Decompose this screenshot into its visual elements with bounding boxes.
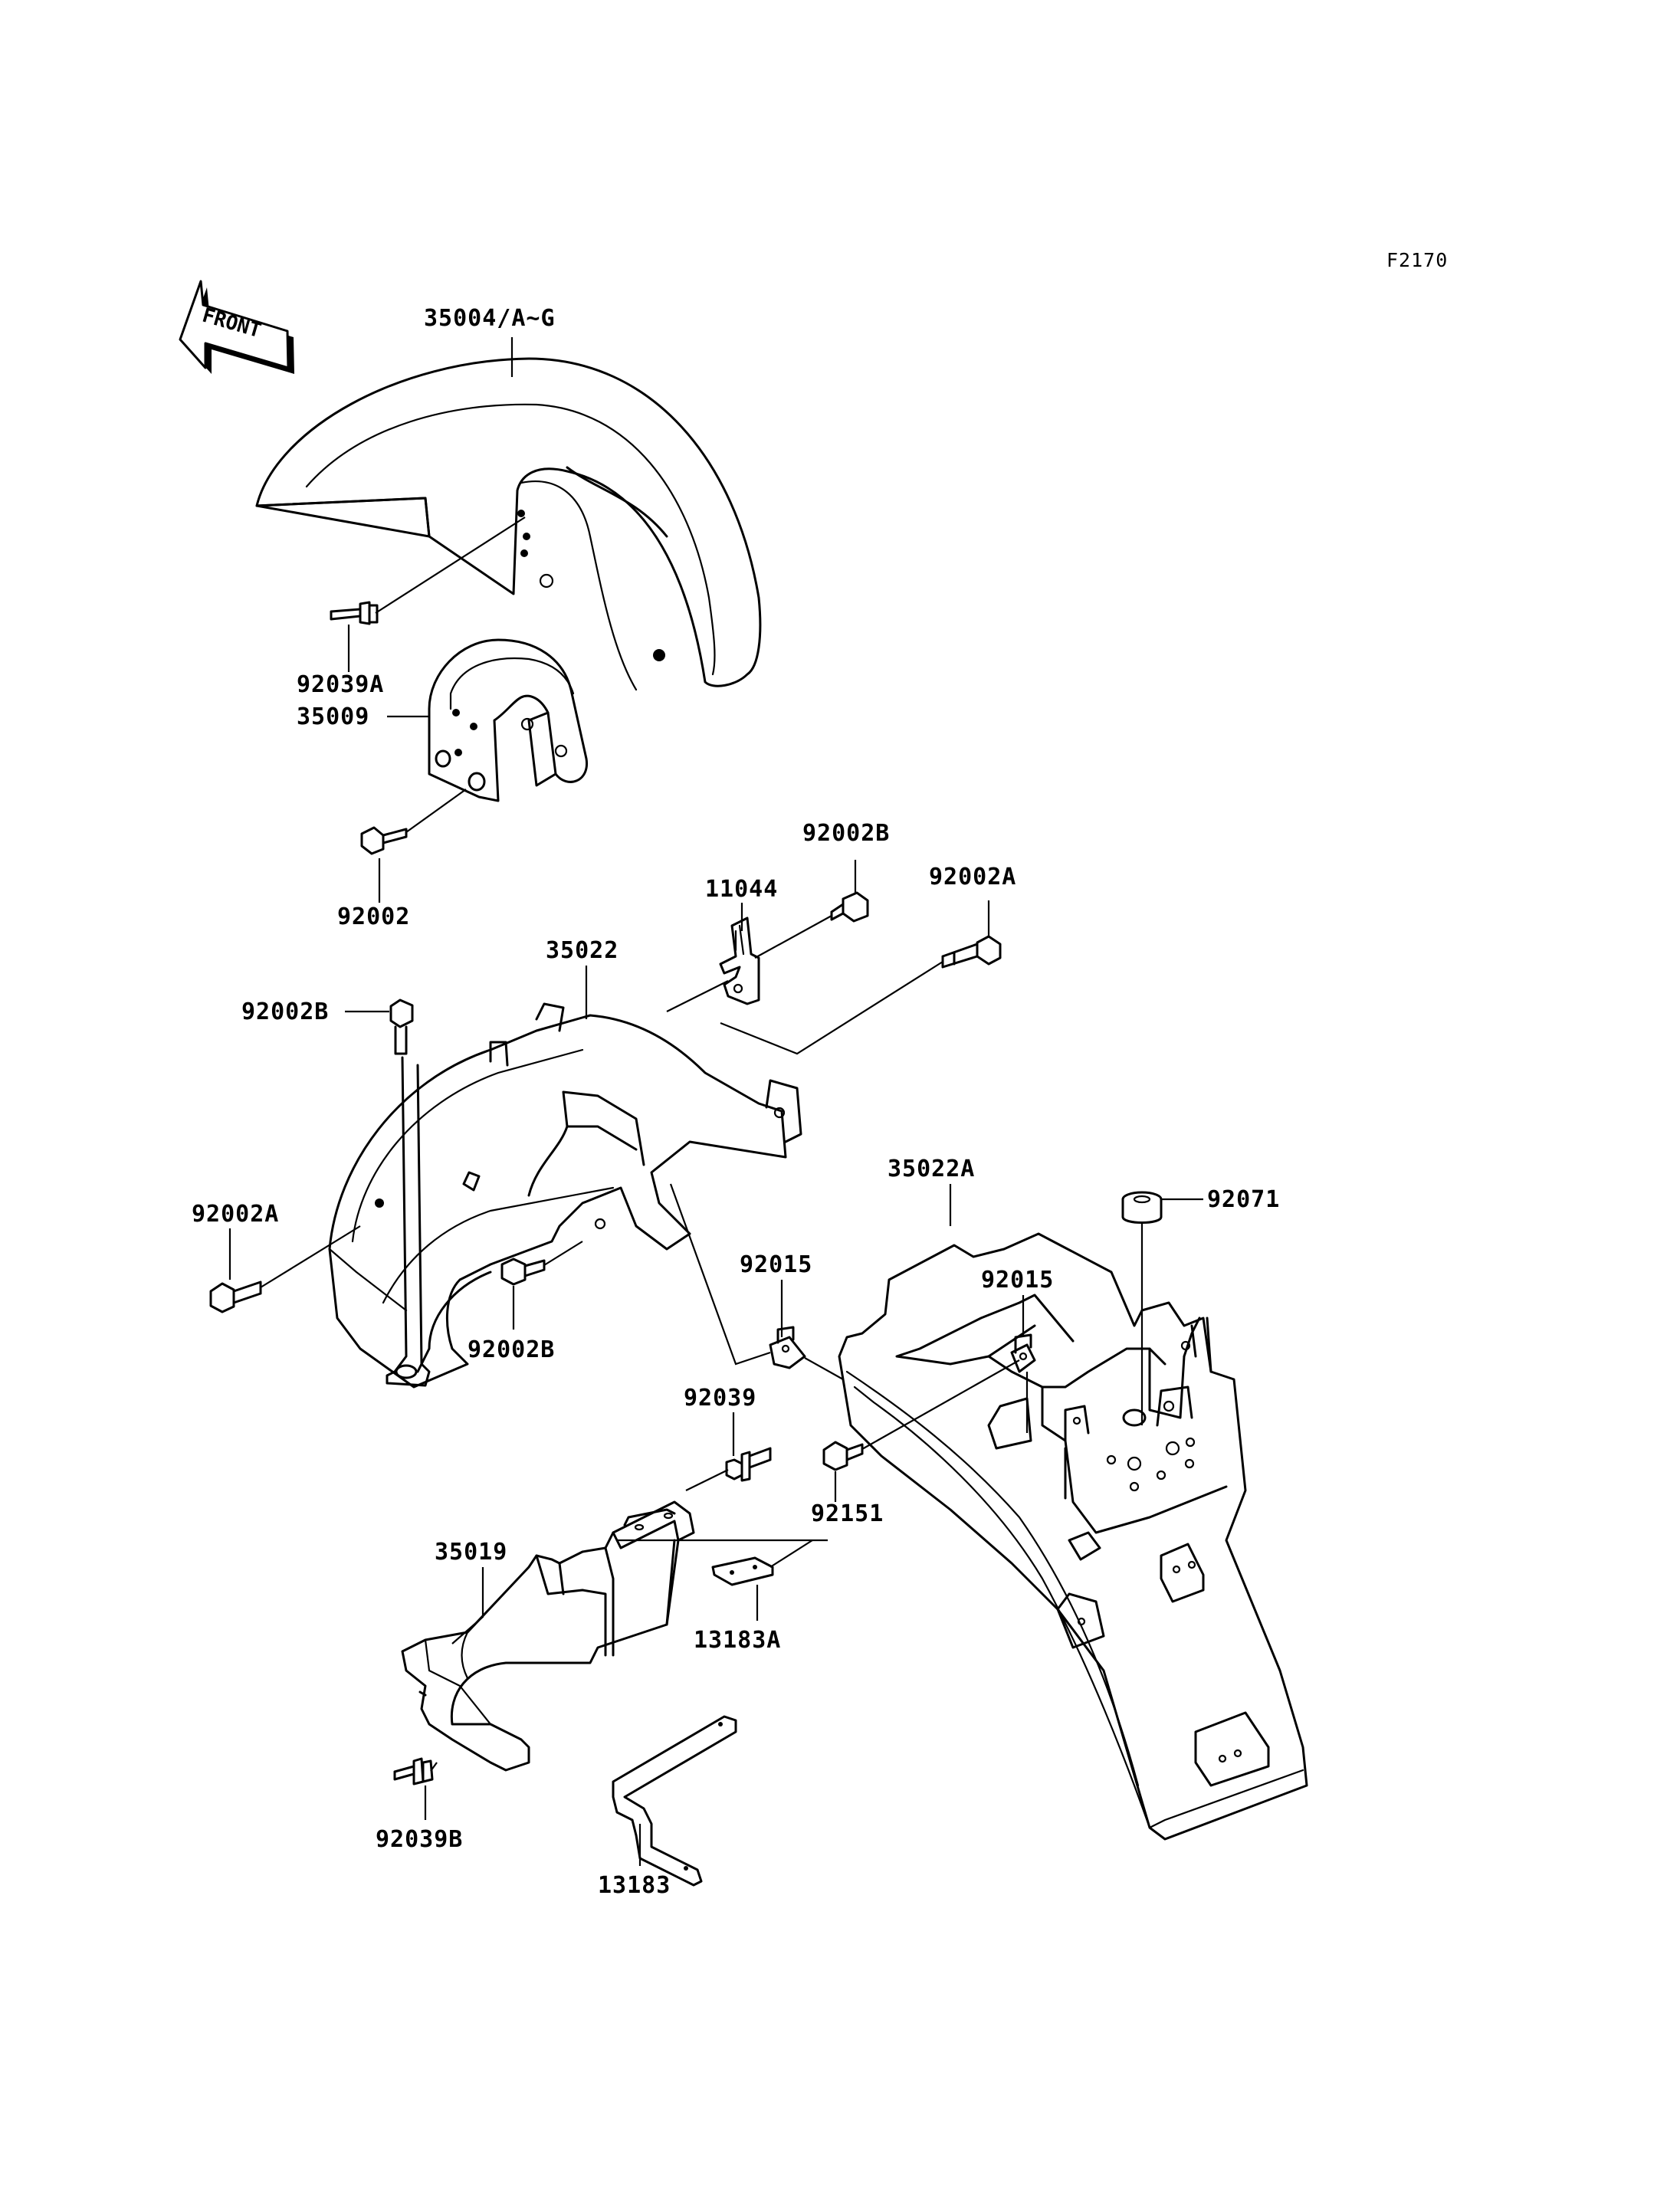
part-label-35022: 35022 <box>546 937 619 964</box>
fender-brace-35009 <box>428 638 588 802</box>
bolt-92039A <box>330 516 526 625</box>
bolt-92039 <box>685 1447 772 1491</box>
bolt-92002 <box>360 789 467 855</box>
grommet-92071 <box>1121 1191 1163 1425</box>
leader-line <box>669 1183 771 1366</box>
clip-92015-right <box>1010 1333 1036 1433</box>
part-label-92002A-top: 92002A <box>929 864 1016 890</box>
part-label-35009: 35009 <box>297 703 369 730</box>
part-label-35019: 35019 <box>435 1539 507 1566</box>
part-label-92151: 92151 <box>811 1500 884 1527</box>
part-label-35022A: 35022A <box>888 1156 975 1182</box>
bolt-92002A-top <box>720 935 1002 1055</box>
bracket-11044 <box>666 917 760 1012</box>
clip-92015-left <box>769 1326 844 1380</box>
part-label-92071: 92071 <box>1207 1186 1280 1213</box>
inner-fender-35022 <box>328 1002 802 1389</box>
part-label-92002: 92002 <box>337 903 410 930</box>
bolt-92002B-top <box>754 891 869 959</box>
part-label-92002B-top: 92002B <box>802 820 890 847</box>
part-label-13183A: 13183A <box>694 1627 781 1654</box>
part-label-92039: 92039 <box>684 1385 756 1412</box>
front-fender-35004 <box>255 357 762 691</box>
part-label-92002A-left: 92002A <box>192 1201 279 1228</box>
part-label-92015-left: 92015 <box>740 1251 812 1278</box>
bolt-92151 <box>822 1359 1020 1471</box>
part-label-92015-right: 92015 <box>981 1267 1054 1294</box>
part-label-92039A: 92039A <box>297 671 384 698</box>
bracket-35019 <box>401 1500 828 1772</box>
bolt-92039B <box>393 1757 438 1785</box>
rear-fender-35022A <box>838 1232 1308 1841</box>
front-direction-arrow: FRONT <box>179 280 294 374</box>
part-label-92002B-mid: 92002B <box>468 1336 555 1363</box>
bolt-92002B-left <box>389 998 414 1055</box>
strap-13183 <box>612 1715 737 1887</box>
part-label-92002B-left: 92002B <box>241 998 329 1025</box>
part-label-35004: 35004/A~G <box>424 305 556 332</box>
label-leaders <box>228 337 1203 1866</box>
figure-code: F2170 <box>1386 249 1448 271</box>
part-label-13183: 13183 <box>598 1872 671 1899</box>
plate-13183A <box>711 1540 813 1586</box>
bolt-92002A-left <box>209 1225 361 1313</box>
part-label-11044: 11044 <box>705 876 778 903</box>
bolt-92002B-mid <box>500 1241 583 1286</box>
part-label-92039B: 92039B <box>376 1826 463 1853</box>
